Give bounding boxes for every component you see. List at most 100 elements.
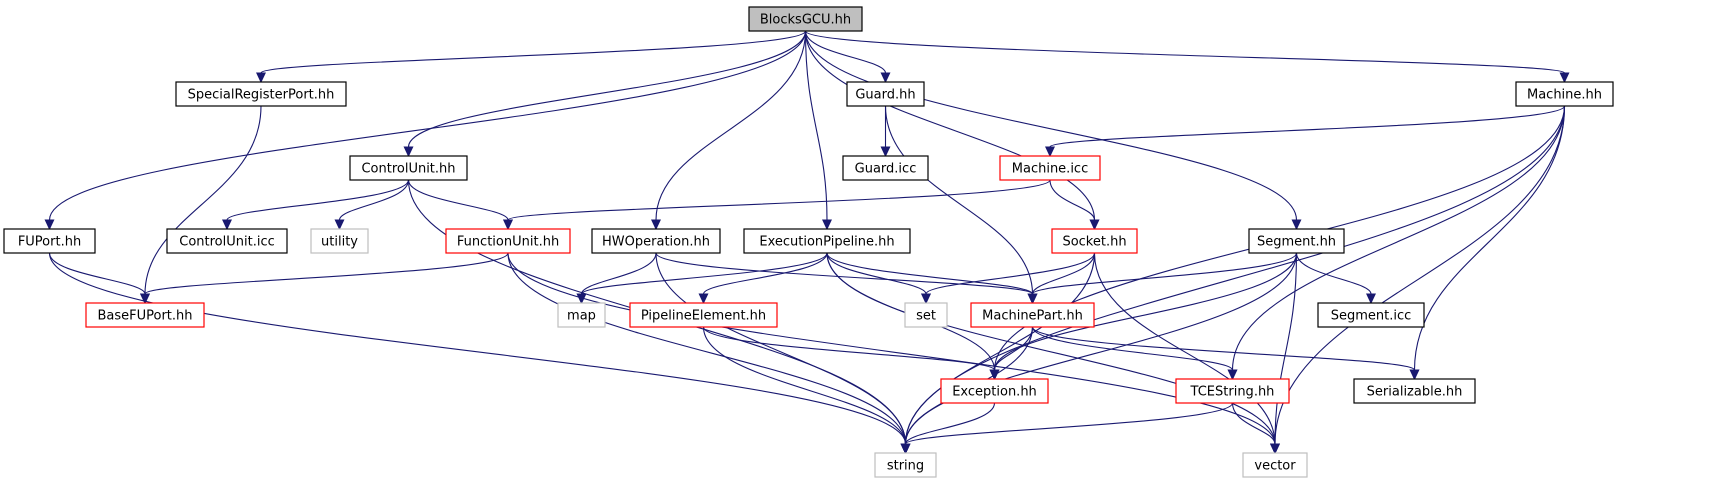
edge-arrowhead [822, 219, 832, 231]
node-set[interactable]: set [904, 302, 948, 328]
edge-arrowhead [503, 219, 513, 231]
edge-arrowhead [576, 293, 587, 305]
edge-arrowhead [1045, 146, 1055, 158]
edge-arrowhead [1291, 219, 1302, 231]
edge-arrowhead [256, 72, 266, 84]
edge-line [925, 252, 1096, 295]
edge-line [1295, 252, 1372, 295]
node-blocksgcu[interactable]: BlocksGCU.hh [748, 6, 863, 32]
edge-line [702, 252, 828, 295]
edge-arrowhead [222, 219, 232, 231]
edge-line [507, 252, 1276, 445]
edge-tcestring-to-vector [1231, 402, 1280, 455]
edge-line [655, 252, 907, 445]
node-box [3, 228, 96, 254]
edge-segment-to-segmenticc [1295, 252, 1376, 305]
edge-arrowhead [403, 146, 414, 158]
node-utility[interactable]: utility [310, 228, 369, 254]
edge-blocksgcu-to-segment [804, 30, 1302, 231]
edge-machineicc-to-functionunit [503, 179, 1051, 231]
node-box [1242, 452, 1308, 478]
node-fuport[interactable]: FUPort.hh [3, 228, 96, 254]
edge-hwoperation-to-string [655, 252, 911, 455]
edge-blocksgcu-to-fuport [44, 30, 807, 231]
edge-machineicc-to-socket [1049, 179, 1100, 231]
node-box [1515, 81, 1614, 107]
node-machineicc[interactable]: Machine.icc [999, 155, 1101, 181]
edge-line [1093, 252, 1276, 445]
node-segmenticc[interactable]: Segment.icc [1317, 302, 1425, 328]
node-box [1248, 228, 1345, 254]
node-box [999, 155, 1101, 181]
edge-line [48, 252, 146, 295]
node-label: string [887, 459, 924, 474]
node-controluniticc[interactable]: ControlUnit.icc [166, 228, 288, 254]
node-tcestring[interactable]: TCEString.hh [1175, 378, 1290, 404]
node-label: SpecialRegisterPort.hh [188, 88, 335, 103]
edge-line [804, 30, 1096, 221]
edge-blocksgcu-to-hwoperation [651, 30, 807, 231]
edge-guard-to-machinepart [884, 105, 1038, 305]
edge-line [338, 179, 410, 221]
edge-blocksgcu-to-specialregisterport [256, 30, 807, 84]
node-label: FUPort.hh [18, 235, 81, 250]
edge-blocksgcu-to-machine [804, 30, 1570, 84]
edge-machinepart-to-serializable [1031, 326, 1420, 381]
edge-controlunit-to-functionunit [407, 179, 513, 231]
node-functionunit[interactable]: FunctionUnit.hh [445, 228, 571, 254]
edge-line [226, 179, 410, 221]
node-socket[interactable]: Socket.hh [1051, 228, 1138, 254]
edge-fuport-to-basefuport [48, 252, 150, 305]
edge-arrowhead [1027, 293, 1038, 305]
node-executionpipeline[interactable]: ExecutionPipeline.hh [743, 228, 911, 254]
node-label: Socket.hh [1062, 235, 1126, 250]
edge-line [407, 179, 509, 221]
node-guard[interactable]: Guard.hh [846, 81, 925, 107]
edge-line [580, 252, 828, 295]
node-machine[interactable]: Machine.hh [1515, 81, 1614, 107]
edge-arrowhead [880, 146, 891, 158]
node-label: BaseFUPort.hh [97, 309, 192, 324]
node-label: FunctionUnit.hh [457, 235, 559, 250]
node-string[interactable]: string [874, 452, 937, 478]
edge-controlunit-to-utility [334, 179, 410, 231]
node-basefuport[interactable]: BaseFUPort.hh [85, 302, 205, 328]
edge-arrowhead [1227, 369, 1238, 381]
edge-line [48, 30, 807, 221]
edge-line [993, 326, 1034, 371]
node-box [904, 302, 948, 328]
node-label: PipelineElement.hh [641, 309, 766, 324]
node-label: Machine.hh [1527, 88, 1602, 103]
node-hwoperation[interactable]: HWOperation.hh [591, 228, 721, 254]
edge-line [144, 252, 509, 295]
node-specialregisterport[interactable]: SpecialRegisterPort.hh [175, 81, 347, 107]
edge-pipelineelement-to-string [702, 326, 911, 455]
edge-line [580, 252, 657, 295]
node-vector[interactable]: vector [1242, 452, 1308, 478]
node-segment[interactable]: Segment.hh [1248, 228, 1345, 254]
edge-line [507, 179, 1051, 221]
edge-line [1049, 105, 1566, 148]
node-serializable[interactable]: Serializable.hh [1353, 378, 1476, 404]
edge-functionunit-to-vector [507, 252, 1280, 455]
node-guardicc[interactable]: Guard.icc [842, 155, 929, 181]
edge-line [1231, 105, 1566, 371]
edge-line [804, 30, 828, 221]
node-map[interactable]: map [557, 302, 606, 328]
edge-line [904, 402, 996, 445]
edge-line [655, 252, 1034, 295]
node-label: Machine.icc [1012, 162, 1088, 177]
node-label: ExecutionPipeline.hh [759, 235, 894, 250]
edge-tcestring-to-string [900, 402, 1234, 455]
edge-line [1231, 402, 1276, 445]
edge-line [804, 30, 887, 74]
node-controlunit[interactable]: ControlUnit.hh [349, 155, 468, 181]
node-exception[interactable]: Exception.hh [940, 378, 1049, 404]
node-machinepart[interactable]: MachinePart.hh [970, 302, 1095, 328]
edge-line [993, 252, 1298, 371]
edge-line [804, 30, 1298, 221]
node-pipelineelement[interactable]: PipelineElement.hh [629, 302, 778, 328]
edge-arrowhead [44, 219, 55, 231]
edge-arrowhead [1270, 443, 1280, 455]
